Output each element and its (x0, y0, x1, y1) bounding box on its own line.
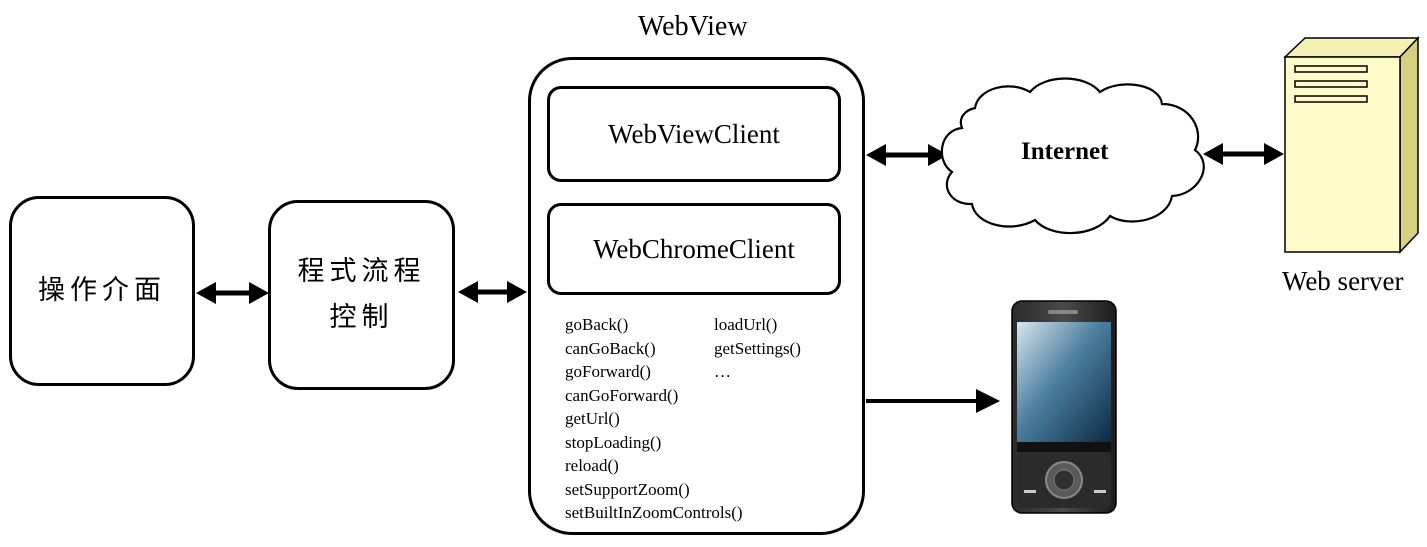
method-item: setBuiltInZoomControls() (565, 503, 743, 522)
control-box-label-line1: 程式流程 (297, 256, 426, 287)
arrow-webview-internet (866, 144, 948, 166)
smartphone-icon (1011, 300, 1117, 514)
method-item: goForward() (565, 362, 651, 381)
method-item: canGoForward() (565, 385, 679, 405)
methods-left-list: goBack() canGoBack() goForward() canGoFo… (565, 313, 743, 525)
web-server-label: Web server (1282, 266, 1404, 296)
method-item: getUrl() (565, 409, 620, 428)
webchromeclient-box: WebChromeClient (547, 203, 841, 295)
webview-title: WebView (638, 11, 748, 42)
webviewclient-label: WebViewClient (608, 118, 780, 149)
method-item: loadUrl() (714, 315, 778, 334)
web-server-icon (1283, 36, 1420, 254)
arrow-webview-phone (866, 389, 1000, 413)
control-box: 程式流程 控制 (268, 200, 455, 390)
internet-label: Internet (1021, 138, 1109, 165)
method-item: getSettings() (714, 338, 801, 358)
method-item: goBack() (565, 315, 629, 334)
ui-box: 操作介面 (9, 196, 195, 386)
method-item: … (714, 362, 731, 381)
control-box-label-line2: 控制 (329, 302, 394, 333)
method-item: canGoBack() (565, 338, 656, 358)
ui-box-label: 操作介面 (38, 275, 166, 306)
methods-right-list: loadUrl() getSettings() … (714, 313, 801, 384)
webchromeclient-label: WebChromeClient (593, 233, 795, 264)
webviewclient-box: WebViewClient (547, 86, 841, 182)
method-item: reload() (565, 456, 619, 475)
method-item: setSupportZoom() (565, 479, 690, 499)
method-item: stopLoading() (565, 432, 662, 452)
internet-cloud-icon (940, 77, 1205, 235)
arrow-control-webview (458, 281, 527, 303)
arrow-internet-server (1203, 143, 1284, 165)
arrow-ui-control (196, 282, 269, 304)
